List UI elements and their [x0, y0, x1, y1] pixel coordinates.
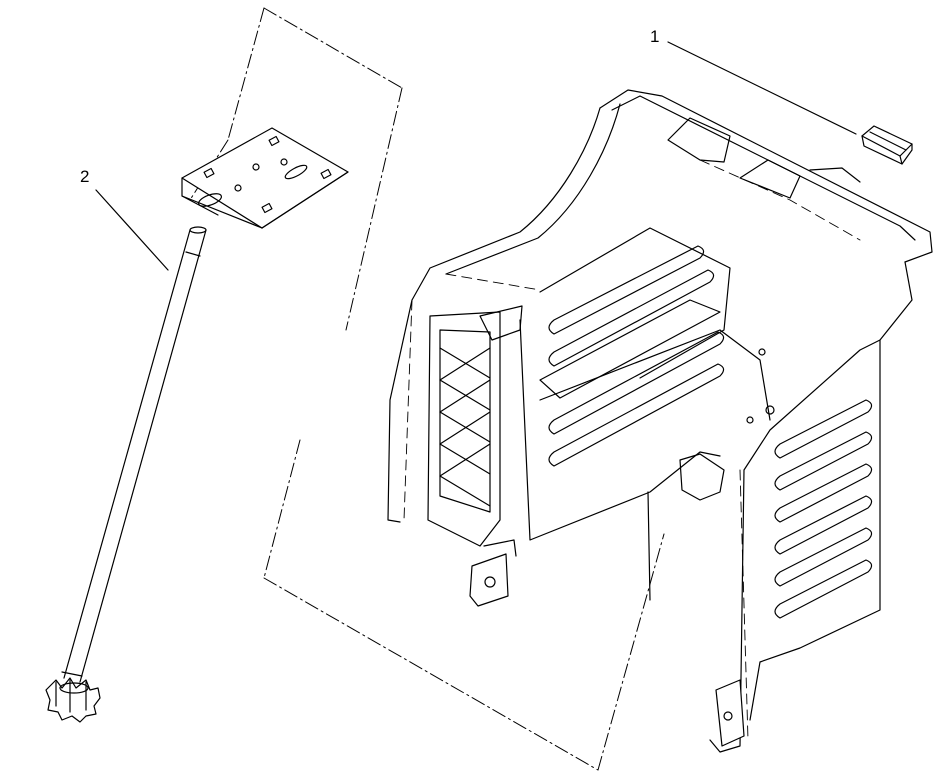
drive-shaft — [61, 226, 207, 683]
drive-gear — [45, 677, 101, 723]
bracket-plate — [181, 127, 349, 229]
callout-label-2: 2 — [80, 167, 89, 186]
shroud-housing — [387, 89, 933, 753]
callout-label-1: 1 — [650, 27, 659, 46]
assembly-plane — [189, 7, 665, 771]
callout-leaders — [95, 41, 857, 271]
clip-part — [861, 125, 913, 165]
